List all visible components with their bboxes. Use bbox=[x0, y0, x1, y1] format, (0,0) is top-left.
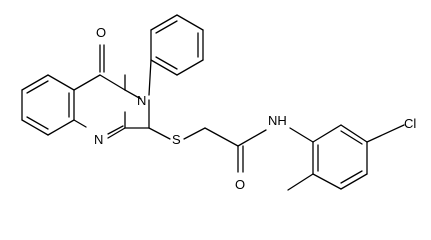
atom-nitrogen-ring-3: N bbox=[137, 93, 146, 108]
atom-oxygen-carbonyl: O bbox=[96, 25, 106, 40]
pyrimidinone-ring bbox=[73, 44, 152, 139]
atom-chlorine: Cl bbox=[404, 116, 416, 131]
atom-oxygen-amide: O bbox=[235, 177, 245, 192]
molecule-diagram: O N N S O NH Cl bbox=[21, 14, 416, 192]
benzo-ring bbox=[21, 74, 75, 136]
phenyl-ring bbox=[150, 14, 204, 76]
amide-group bbox=[237, 127, 314, 173]
structure-canvas: O N N S O NH Cl bbox=[21, 14, 417, 192]
chloromethylphenyl-ring bbox=[287, 124, 405, 191]
atom-nitrogen-ring-1: N bbox=[94, 132, 103, 147]
thioether-linker bbox=[124, 99, 239, 147]
atom-sulfur: S bbox=[172, 132, 181, 147]
atom-nitrogen-amide: NH bbox=[268, 113, 287, 128]
